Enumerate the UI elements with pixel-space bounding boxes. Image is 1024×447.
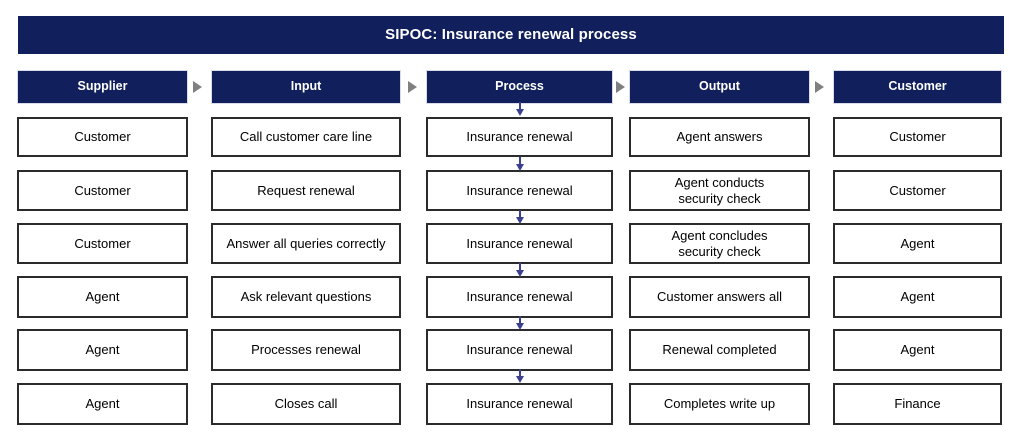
column-header-output[interactable]: Output xyxy=(629,70,810,104)
arrow-head xyxy=(515,217,524,224)
cell-label: Customer xyxy=(74,182,131,198)
arrow-head xyxy=(515,323,524,330)
cell-customer-5[interactable]: Agent xyxy=(833,329,1002,371)
cell-supplier-1[interactable]: Customer xyxy=(17,117,188,157)
cell-label: Customer xyxy=(74,235,131,251)
cell-label: Ask relevant questions xyxy=(240,289,372,305)
page-title: SIPOC: Insurance renewal process xyxy=(385,25,637,43)
cell-label: Closes call xyxy=(274,396,338,412)
cell-output-4[interactable]: Customer answers all xyxy=(629,276,810,318)
cell-input-4[interactable]: Ask relevant questions xyxy=(211,276,401,318)
cell-label: Agent xyxy=(85,396,120,412)
cell-input-2[interactable]: Request renewal xyxy=(211,170,401,211)
process-flow-down-arrow-icon-2 xyxy=(514,157,526,171)
cell-label: Agent conducts security check xyxy=(674,175,765,206)
cell-label: Answer all queries correctly xyxy=(226,235,386,251)
diagram-title-bar: SIPOC: Insurance renewal process xyxy=(18,16,1004,54)
separator-supplier-input-right-triangle-icon xyxy=(193,81,202,93)
arrow-shaft xyxy=(518,210,521,219)
cell-label: Customer answers all xyxy=(657,289,782,305)
cell-label: Agent xyxy=(900,235,935,251)
cell-customer-3[interactable]: Agent xyxy=(833,223,1002,264)
cell-label: Renewal completed xyxy=(662,342,777,358)
cell-label: Insurance renewal xyxy=(466,342,573,358)
process-flow-down-arrow-icon-3 xyxy=(514,210,526,224)
cell-label: Completes write up xyxy=(663,396,776,412)
cell-supplier-3[interactable]: Customer xyxy=(17,223,188,264)
process-flow-down-arrow-icon-4 xyxy=(514,263,526,277)
column-header-supplier[interactable]: Supplier xyxy=(17,70,188,104)
cell-process-2[interactable]: Insurance renewal xyxy=(426,170,613,211)
cell-supplier-2[interactable]: Customer xyxy=(17,170,188,211)
cell-label: Customer xyxy=(74,129,131,145)
column-header-customer[interactable]: Customer xyxy=(833,70,1002,104)
cell-process-5[interactable]: Insurance renewal xyxy=(426,329,613,371)
cell-label: Agent concludes security check xyxy=(671,228,768,259)
cell-input-6[interactable]: Closes call xyxy=(211,383,401,425)
column-header-label: Supplier xyxy=(77,79,128,94)
process-flow-down-arrow-icon-1 xyxy=(514,102,526,116)
arrow-head xyxy=(515,376,524,383)
cell-customer-1[interactable]: Customer xyxy=(833,117,1002,157)
cell-label: Insurance renewal xyxy=(466,129,573,145)
cell-label: Agent xyxy=(900,342,935,358)
column-header-label: Input xyxy=(290,79,322,94)
cell-label: Call customer care line xyxy=(239,129,373,145)
cell-supplier-4[interactable]: Agent xyxy=(17,276,188,318)
arrow-head xyxy=(515,270,524,277)
cell-label: Request renewal xyxy=(257,182,355,198)
cell-label: Insurance renewal xyxy=(466,289,573,305)
cell-output-2[interactable]: Agent conducts security check xyxy=(629,170,810,211)
arrow-head xyxy=(515,164,524,171)
cell-process-1[interactable]: Insurance renewal xyxy=(426,117,613,157)
cell-output-5[interactable]: Renewal completed xyxy=(629,329,810,371)
cell-label: Insurance renewal xyxy=(466,235,573,251)
cell-label: Insurance renewal xyxy=(466,396,573,412)
cell-process-3[interactable]: Insurance renewal xyxy=(426,223,613,264)
cell-process-6[interactable]: Insurance renewal xyxy=(426,383,613,425)
arrow-shaft xyxy=(518,263,521,272)
cell-label: Processes renewal xyxy=(251,342,361,358)
cell-label: Agent xyxy=(85,342,120,358)
cell-label: Customer xyxy=(889,129,946,145)
cell-output-3[interactable]: Agent concludes security check xyxy=(629,223,810,264)
column-header-label: Output xyxy=(699,79,740,94)
separator-input-process-right-triangle-icon xyxy=(408,81,417,93)
arrow-shaft xyxy=(518,102,521,111)
cell-label: Insurance renewal xyxy=(466,182,573,198)
arrow-head xyxy=(515,109,524,116)
cell-input-1[interactable]: Call customer care line xyxy=(211,117,401,157)
cell-label: Agent xyxy=(900,289,935,305)
arrow-shaft xyxy=(518,316,521,325)
process-flow-down-arrow-icon-6 xyxy=(514,369,526,383)
cell-input-3[interactable]: Answer all queries correctly xyxy=(211,223,401,264)
arrow-shaft xyxy=(518,157,521,166)
cell-customer-6[interactable]: Finance xyxy=(833,383,1002,425)
column-header-process[interactable]: Process xyxy=(426,70,613,104)
cell-customer-4[interactable]: Agent xyxy=(833,276,1002,318)
column-header-label: Process xyxy=(495,79,544,94)
cell-process-4[interactable]: Insurance renewal xyxy=(426,276,613,318)
separator-output-customer-right-triangle-icon xyxy=(815,81,824,93)
cell-label: Finance xyxy=(894,396,941,412)
column-header-input[interactable]: Input xyxy=(211,70,401,104)
cell-output-6[interactable]: Completes write up xyxy=(629,383,810,425)
cell-customer-2[interactable]: Customer xyxy=(833,170,1002,211)
arrow-shaft xyxy=(518,369,521,378)
cell-input-5[interactable]: Processes renewal xyxy=(211,329,401,371)
cell-supplier-6[interactable]: Agent xyxy=(17,383,188,425)
cell-output-1[interactable]: Agent answers xyxy=(629,117,810,157)
cell-label: Agent xyxy=(85,289,120,305)
column-header-row: Supplier Input Process Output Customer xyxy=(0,70,1024,104)
cell-supplier-5[interactable]: Agent xyxy=(17,329,188,371)
separator-process-output-right-triangle-icon xyxy=(616,81,625,93)
cell-label: Agent answers xyxy=(676,129,763,145)
process-flow-down-arrow-icon-5 xyxy=(514,316,526,330)
cell-label: Customer xyxy=(889,182,946,198)
column-header-label: Customer xyxy=(888,79,947,94)
